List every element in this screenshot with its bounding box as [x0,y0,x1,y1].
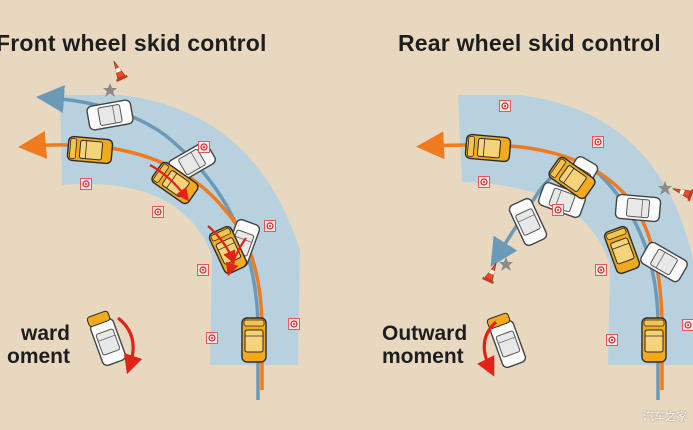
left-moment-arrow-2 [207,225,236,265]
pylon-marker-icon [196,263,210,277]
left-car-1 [66,135,114,165]
rotation-arrow-icon [116,316,143,375]
left-road-band [60,95,300,365]
right-car-1 [464,133,512,163]
left-moment-arrow-1 [149,164,189,202]
pylon-marker-icon [151,205,165,219]
pylon-marker-icon [263,219,277,233]
pylon-marker-icon [551,203,565,217]
left-car-4 [241,317,267,363]
pylon-marker-icon [498,99,512,113]
rotation-arrow-icon [477,320,498,377]
pylon-marker-icon [591,135,605,149]
left-moment-arrow-3 [225,237,247,277]
impact-star-icon [499,257,513,271]
right-moment-label-line2: moment [382,345,464,368]
left-panel [18,57,301,400]
right-moment-label: Outward moment [382,322,467,368]
traffic-cone-icon [107,57,129,83]
right-panel [416,95,693,400]
right-moment-label-line1: Outward [382,322,468,345]
left-moment-label: ward oment [0,322,70,368]
traffic-cone-icon [670,182,693,202]
pylon-marker-icon [681,318,693,332]
impact-star-icon [103,83,117,97]
left-panel-title: Front wheel skid control [0,30,267,56]
watermark: 汽车之家 [643,410,687,423]
pylon-marker-icon [594,263,608,277]
right-skid-car-4 [614,193,662,223]
pylon-marker-icon [79,177,93,191]
right-panel-title: Rear wheel skid control [398,30,661,56]
pylon-marker-icon [205,331,219,345]
right-car-4 [641,317,667,363]
pylon-marker-icon [477,175,491,189]
left-moment-label-line1: ward [20,322,70,345]
pylon-marker-icon [605,333,619,347]
pylon-marker-icon [287,317,301,331]
pylon-marker-icon [197,140,211,154]
left-moment-label-line2: oment [7,345,70,368]
right-road-band [458,95,693,365]
left-moment-car-front [86,310,111,327]
traffic-cone-icon [481,259,503,285]
